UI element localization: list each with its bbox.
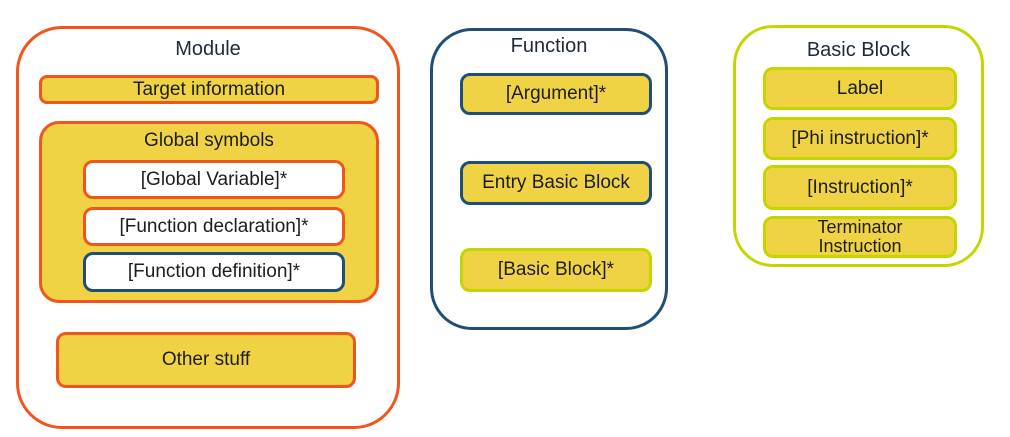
basic-block-ref-box: [Basic Block]* [460,248,652,292]
function-title: Function [510,35,588,57]
phi-instruction-box: [Phi instruction]* [763,117,957,160]
function-declaration-label: [Function declaration]* [119,215,309,237]
global-variable-box: [Global Variable]* [83,160,345,199]
argument-label: [Argument]* [505,83,607,105]
instruction-label: [Instruction]* [807,176,913,198]
target-information-label: Target information [132,78,286,100]
function-definition-label: [Function definition]* [127,261,301,283]
entry-basic-block-label: Entry Basic Block [482,172,630,194]
entry-basic-block-box: Entry Basic Block [460,161,652,205]
module-title: Module [175,38,241,60]
function-definition-box: [Function definition]* [83,252,345,292]
terminator-instruction-label: Terminator Instruction [817,217,903,256]
global-variable-label: [Global Variable]* [140,168,288,190]
basic-block-ref-label: [Basic Block]* [497,259,615,281]
other-stuff-box: Other stuff [56,332,356,388]
label-label: Label [836,77,884,99]
target-information-box: Target information [39,75,379,104]
phi-instruction-label: [Phi instruction]* [791,127,929,149]
global-symbols-box: Global symbols [Global Variable]* [Funct… [39,121,379,303]
other-stuff-label: Other stuff [161,349,251,371]
terminator-instruction-box: Terminator Instruction [763,216,957,258]
global-symbols-title: Global symbols [144,130,274,151]
basic-block-title: Basic Block [806,39,911,61]
instruction-box: [Instruction]* [763,165,957,210]
function-container: Function [Argument]* Entry Basic Block [… [430,28,668,330]
basic-block-container: Basic Block Label [Phi instruction]* [In… [733,25,984,267]
module-container: Module Target information Global symbols… [16,26,400,429]
argument-box: [Argument]* [460,73,652,115]
label-box: Label [763,67,957,110]
function-declaration-box: [Function declaration]* [83,207,345,246]
